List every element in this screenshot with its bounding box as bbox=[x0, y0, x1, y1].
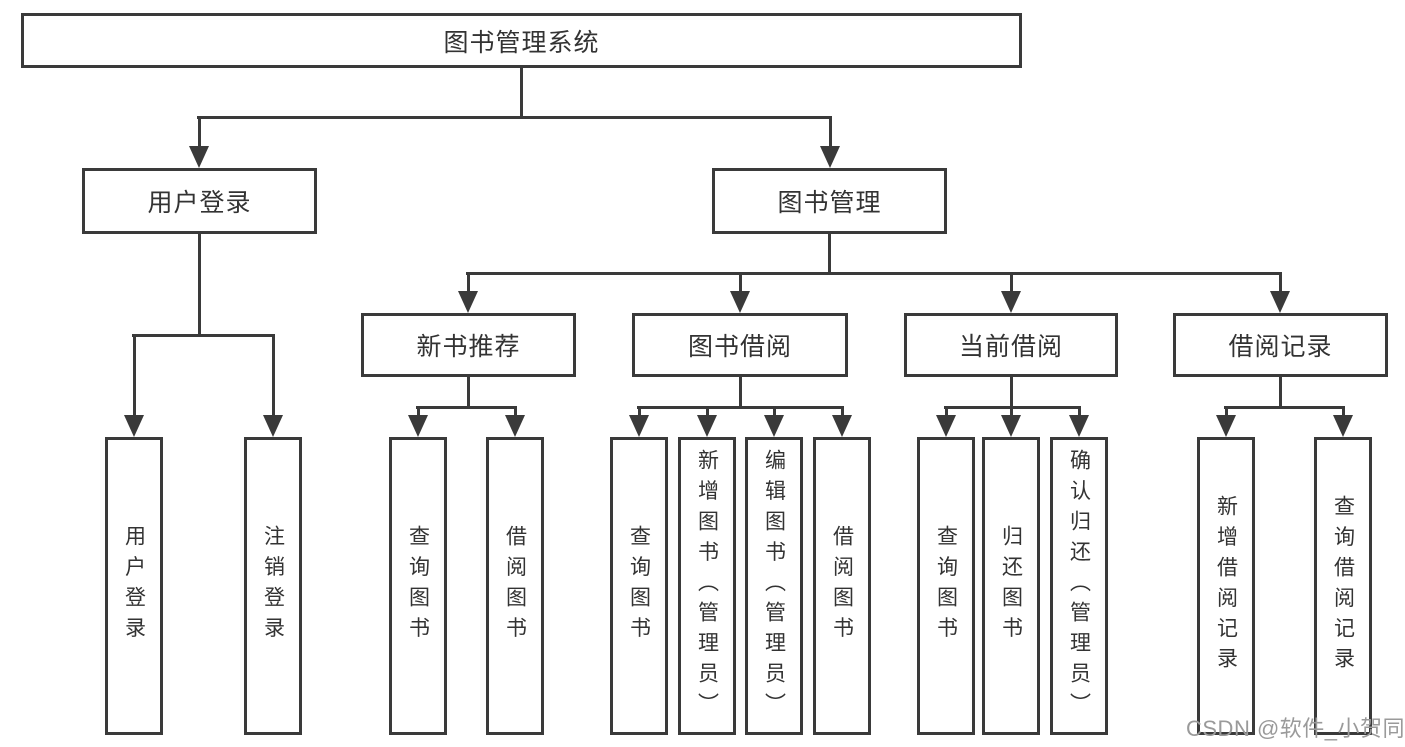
connector-bar bbox=[132, 334, 275, 337]
connector-stem bbox=[519, 68, 523, 119]
connector-stem bbox=[738, 377, 742, 409]
arrow-down-icon bbox=[629, 415, 649, 437]
arrow-down-icon bbox=[189, 146, 209, 168]
node-leaf-borrow-books: 借阅图书 bbox=[813, 437, 871, 735]
arrow-down-icon bbox=[820, 146, 840, 168]
connector-arrow-shaft bbox=[1077, 409, 1081, 415]
arrow-down-icon bbox=[408, 415, 428, 437]
connector-bar bbox=[1224, 406, 1345, 409]
node-leaf-query-borrow-record: 查询借阅记录 bbox=[1314, 437, 1372, 735]
arrow-down-icon bbox=[936, 415, 956, 437]
connector-bar bbox=[197, 116, 832, 119]
arrow-down-icon bbox=[764, 415, 784, 437]
connector-arrow-shaft bbox=[1224, 409, 1228, 415]
connector-stem bbox=[827, 234, 831, 275]
node-leaf-query-books-borrow: 查询图书 bbox=[610, 437, 668, 735]
arrow-down-icon bbox=[1001, 415, 1021, 437]
watermark-text: CSDN @软件_小贺同学 bbox=[1186, 716, 1405, 741]
node-borrowing-records: 借阅记录 bbox=[1173, 313, 1388, 377]
node-leaf-borrow-books-recommend: 借阅图书 bbox=[486, 437, 544, 735]
connector-arrow-shaft bbox=[637, 409, 641, 415]
connector-stem bbox=[1009, 377, 1013, 409]
arrow-down-icon bbox=[1270, 291, 1290, 313]
arrow-down-icon bbox=[832, 415, 852, 437]
connector-arrow-shaft bbox=[828, 119, 832, 146]
arrow-down-icon bbox=[697, 415, 717, 437]
connector-arrow-shaft bbox=[738, 275, 742, 291]
node-leaf-logout: 注销登录 bbox=[244, 437, 302, 735]
node-leaf-user-login: 用户登录 bbox=[105, 437, 163, 735]
node-book-management: 图书管理 bbox=[712, 168, 947, 234]
connector-arrow-shaft bbox=[1278, 275, 1282, 291]
connector-arrow-shaft bbox=[466, 275, 470, 291]
connector-arrow-shaft bbox=[197, 119, 201, 146]
node-leaf-query-books-recommend: 查询图书 bbox=[389, 437, 447, 735]
connector-arrow-shaft bbox=[772, 409, 776, 415]
connector-arrow-shaft bbox=[944, 409, 948, 415]
connector-bar bbox=[466, 272, 1282, 275]
node-leaf-confirm-return-admin: 确认归还（管理员） bbox=[1050, 437, 1108, 735]
connector-arrow-shaft bbox=[513, 409, 517, 415]
arrow-down-icon bbox=[458, 291, 478, 313]
connector-stem bbox=[197, 234, 201, 337]
arrow-down-icon bbox=[1216, 415, 1236, 437]
node-new-book-recommendation: 新书推荐 bbox=[361, 313, 576, 377]
connector-bar bbox=[944, 406, 1081, 409]
arrow-down-icon bbox=[1001, 291, 1021, 313]
node-leaf-return-books: 归还图书 bbox=[982, 437, 1040, 735]
node-current-borrowing: 当前借阅 bbox=[904, 313, 1118, 377]
connector-arrow-shaft bbox=[1009, 409, 1013, 415]
connector-stem bbox=[1278, 377, 1282, 409]
arrow-down-icon bbox=[505, 415, 525, 437]
node-book-borrowing: 图书借阅 bbox=[632, 313, 848, 377]
node-leaf-edit-book-admin: 编辑图书（管理员） bbox=[745, 437, 803, 735]
node-user-login: 用户登录 bbox=[82, 168, 317, 234]
arrow-down-icon bbox=[730, 291, 750, 313]
arrow-down-icon bbox=[1333, 415, 1353, 437]
arrow-down-icon bbox=[263, 415, 283, 437]
connector-arrow-shaft bbox=[271, 337, 275, 415]
arrow-down-icon bbox=[124, 415, 144, 437]
connector-arrow-shaft bbox=[840, 409, 844, 415]
node-library-system: 图书管理系统 bbox=[21, 13, 1022, 68]
connector-bar bbox=[416, 406, 517, 409]
connector-stem bbox=[466, 377, 470, 409]
connector-arrow-shaft bbox=[1009, 275, 1013, 291]
node-leaf-query-books-current: 查询图书 bbox=[917, 437, 975, 735]
arrow-down-icon bbox=[1069, 415, 1089, 437]
node-leaf-add-book-admin: 新增图书（管理员） bbox=[678, 437, 736, 735]
node-leaf-add-borrow-record: 新增借阅记录 bbox=[1197, 437, 1255, 735]
connector-arrow-shaft bbox=[416, 409, 420, 415]
connector-arrow-shaft bbox=[1341, 409, 1345, 415]
connector-arrow-shaft bbox=[705, 409, 709, 415]
connector-arrow-shaft bbox=[132, 337, 136, 415]
connector-bar bbox=[637, 406, 844, 409]
